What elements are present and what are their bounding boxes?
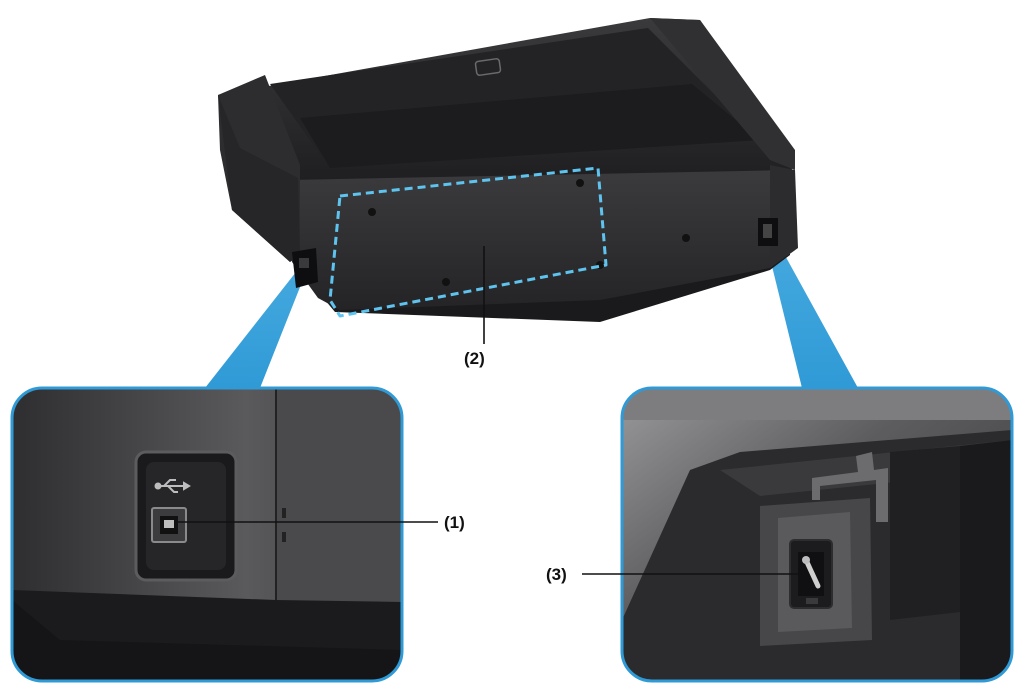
usb-port-zoom-frame [10, 386, 404, 683]
zoom-beam-left [205, 272, 306, 388]
printer-logo-icon [474, 58, 502, 76]
callout-2-label: (2) [464, 349, 485, 368]
usb-icon [154, 479, 191, 493]
power-connector-zoom-frame [620, 386, 1014, 683]
power-connector-zoom-panel [622, 388, 1012, 681]
printer-body [218, 18, 798, 322]
zoom-beam-right [768, 250, 858, 388]
callout-1-label: (1) [444, 513, 465, 532]
rear-cover-highlight [328, 166, 608, 318]
usb-port-zoom-panel [12, 388, 402, 681]
callout-3-label: (3) [546, 565, 567, 584]
